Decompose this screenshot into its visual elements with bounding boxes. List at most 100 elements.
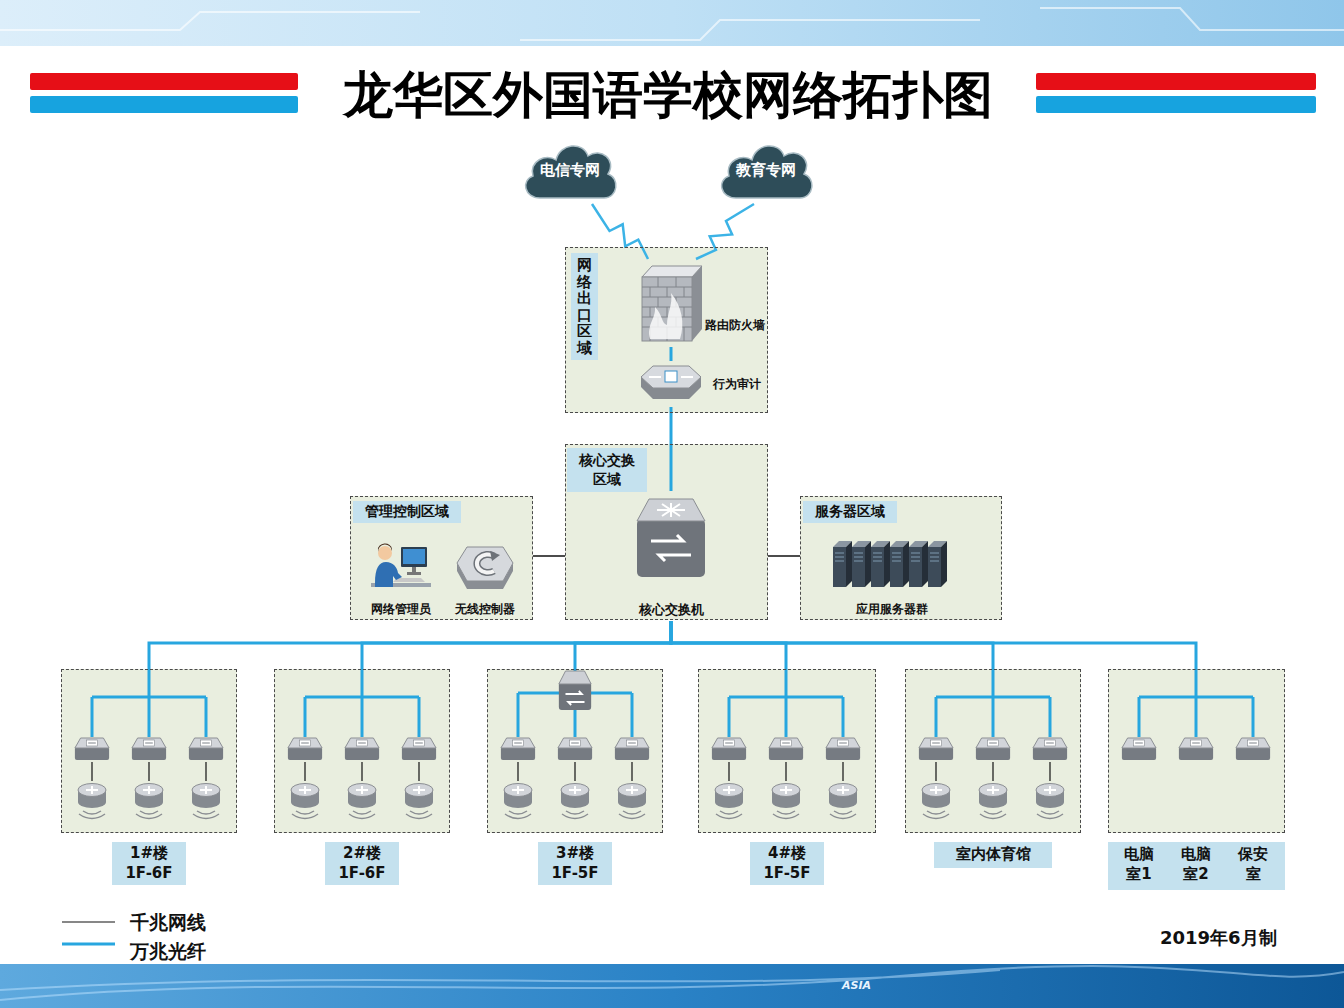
fiber-drop	[304, 697, 307, 737]
zone-header: 管理控制区域	[353, 501, 461, 523]
building-label-slot: 2#楼 1F-6F	[325, 842, 399, 885]
wireless-ap	[504, 784, 532, 819]
fiber-drop	[1138, 697, 1141, 737]
connector	[670, 407, 673, 491]
wireless-ap	[618, 784, 646, 819]
bld-node: 1#楼 1F-6F	[61, 669, 237, 833]
zone-header-slot: 网络出口区域	[571, 253, 598, 360]
access-switch	[558, 738, 592, 760]
access-switch	[976, 738, 1010, 760]
wireless-ap	[829, 784, 857, 819]
fiber-drop	[785, 697, 788, 737]
dev-node: 核心交换机	[631, 491, 714, 621]
cloud-node: 教育专网	[716, 136, 816, 204]
copper-link	[418, 762, 419, 781]
room-label-slot: 保安 室	[1231, 845, 1275, 884]
wlc-icon	[455, 543, 515, 591]
building-label: 4#楼 1F-5F	[750, 842, 824, 885]
fiber-drop	[728, 697, 731, 737]
building-label-slot: 3#楼 1F-5F	[538, 842, 612, 885]
region-node: 服务器区域应用服务器群	[800, 496, 1002, 620]
wireless-ap	[135, 784, 163, 819]
zone-header: 网络出口区域	[571, 253, 598, 360]
access-switch	[132, 738, 166, 760]
zone-fill	[487, 669, 663, 833]
cloud-label: 教育专网	[716, 161, 816, 180]
fiber-drop	[91, 697, 94, 737]
connector	[671, 621, 993, 669]
building-wiring	[501, 669, 649, 819]
fiber-drop	[361, 669, 364, 697]
fiber-drop	[785, 669, 788, 697]
connector	[575, 621, 671, 669]
device-label: 无线控制器	[447, 601, 523, 618]
zone-header: 服务器区域	[803, 501, 897, 523]
fiber-drop	[992, 697, 995, 737]
wireless-ap	[1036, 784, 1064, 819]
fiber-drop	[1195, 669, 1198, 697]
legend-sample-fiber	[62, 943, 115, 946]
building-wiring	[1122, 669, 1270, 760]
connector	[768, 555, 800, 557]
admin-shape	[371, 543, 431, 587]
dev-node: 应用服务器群	[827, 537, 960, 620]
zone-fill	[1108, 669, 1285, 833]
fiber-drop	[1049, 697, 1052, 737]
building-wiring	[75, 669, 223, 819]
admin-icon	[371, 541, 431, 593]
access-switch	[1236, 738, 1270, 760]
zone-fill	[61, 669, 237, 833]
copper-link	[1049, 762, 1050, 781]
title-bar-blue	[1036, 96, 1316, 113]
bottom-banner	[0, 964, 1344, 1008]
copper-link	[205, 762, 206, 781]
building-label-slot: 1#楼 1F-6F	[112, 842, 186, 885]
cloud-label: 电信专网	[520, 161, 620, 180]
copper-link	[728, 762, 729, 781]
zone-header-slot: 服务器区域	[803, 501, 897, 523]
building-interiors	[75, 669, 1270, 819]
note-slot: ASIA	[842, 979, 871, 992]
legend-slot: 万兆光纤	[130, 939, 206, 965]
building-label: 1#楼 1F-6F	[112, 842, 186, 885]
building-wiring	[919, 669, 1067, 819]
copper-link	[361, 762, 362, 781]
device-label: 应用服务器群	[827, 601, 957, 618]
zone-fill	[905, 669, 1081, 833]
fw-shape	[642, 266, 702, 341]
copper-link	[148, 762, 149, 781]
access-switch	[288, 738, 322, 760]
audit-icon	[639, 363, 703, 405]
access-switch	[615, 738, 649, 760]
access-switch	[75, 738, 109, 760]
wireless-ap	[561, 784, 589, 819]
cloud-label-slot: 电信专网	[520, 161, 620, 180]
note-label: ASIA	[842, 979, 871, 992]
device-label-slot: 路由防火墙	[705, 317, 765, 334]
zone-fill	[565, 247, 768, 413]
fiber-drop	[935, 697, 938, 737]
connector	[671, 621, 1196, 669]
fiber-drop	[631, 693, 634, 737]
wireless-ap	[348, 784, 376, 819]
zone-fill	[698, 669, 876, 833]
fiber-drop	[992, 669, 995, 697]
region-node: 核心交换区域核心交换机	[565, 444, 768, 620]
fiber-drop	[842, 697, 845, 737]
wireless-ap	[772, 784, 800, 819]
wlc-shape	[457, 547, 513, 589]
building-label: 室内体育馆	[934, 842, 1052, 868]
wireless-ap	[922, 784, 950, 819]
zone-fill	[350, 496, 533, 620]
connector	[592, 204, 648, 259]
access-switch	[345, 738, 379, 760]
access-switch	[501, 738, 535, 760]
dev-node: 网络管理员	[363, 539, 442, 620]
connector	[670, 347, 673, 361]
room-label-slot: 电脑 室2	[1174, 845, 1218, 884]
device-label: 核心交换机	[631, 601, 711, 619]
connector	[533, 555, 565, 557]
wireless-ap	[715, 784, 743, 819]
legend-text: 万兆光纤	[130, 939, 206, 965]
